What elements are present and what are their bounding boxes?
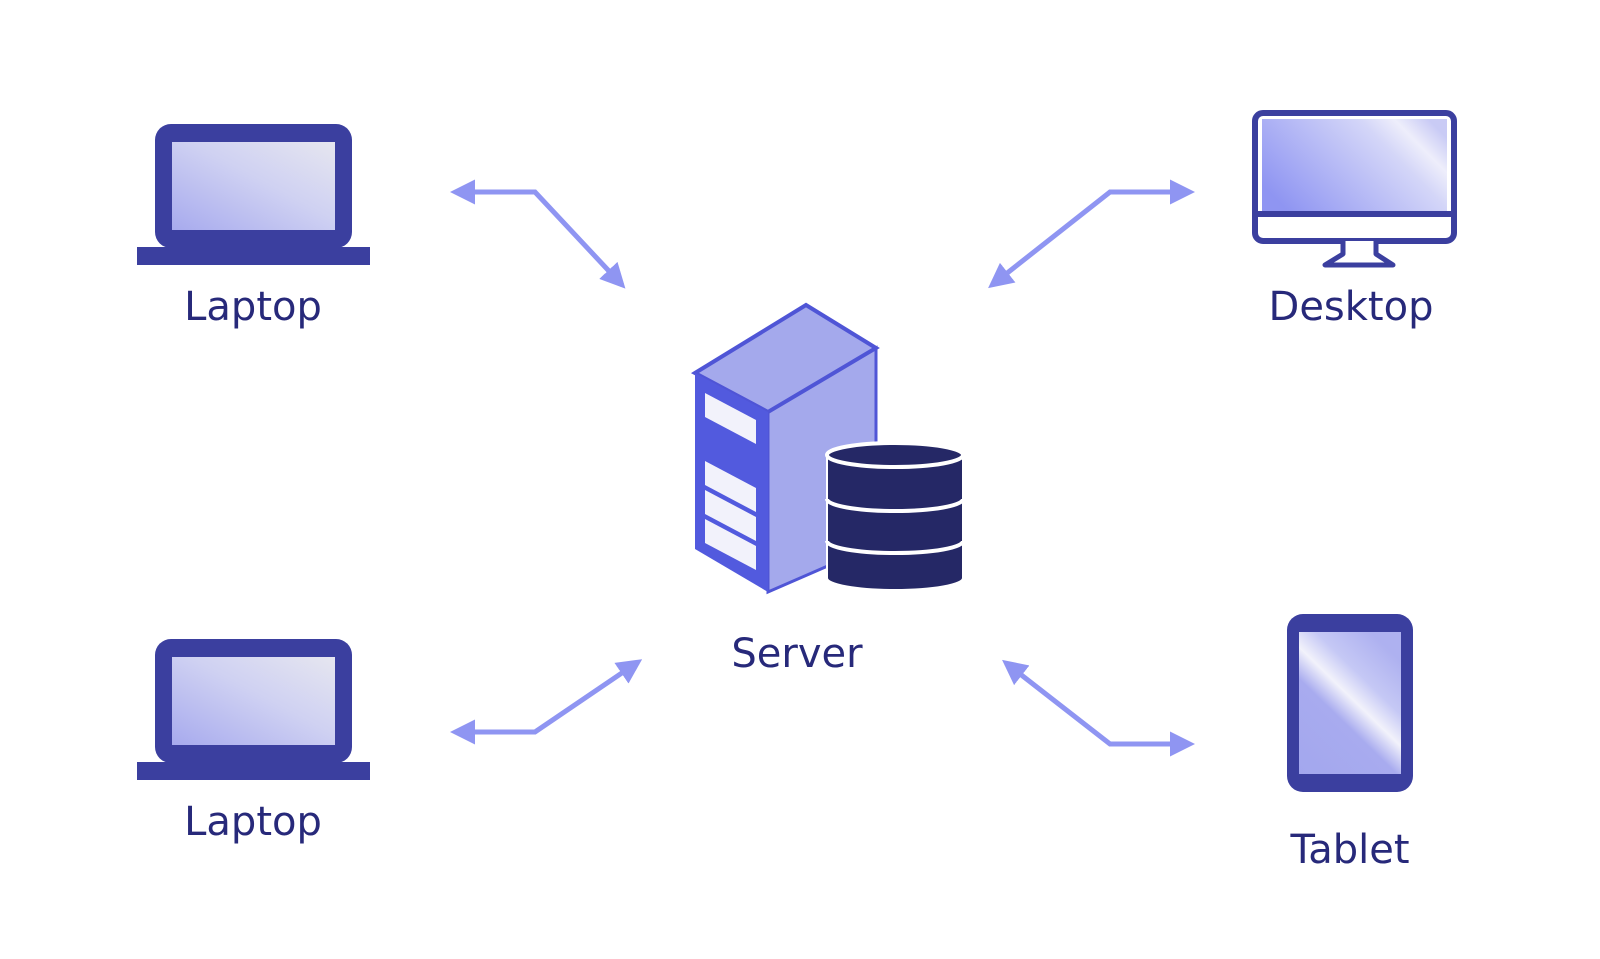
database-icon (825, 441, 965, 591)
desktop-label: Desktop (1269, 284, 1434, 330)
laptop-icon (137, 124, 370, 265)
connector-tablet-server (1002, 659, 1195, 757)
node-tablet: Tablet (1287, 614, 1413, 873)
node-laptop-top: Laptop (137, 124, 370, 330)
tablet-label: Tablet (1289, 827, 1409, 873)
server-database-icon (690, 302, 965, 595)
node-laptop-bottom: Laptop (137, 639, 370, 845)
node-desktop: Desktop (1252, 110, 1457, 330)
tablet-icon (1287, 614, 1413, 792)
node-server: Server (690, 302, 965, 677)
connector-laptop-bottom-server (450, 659, 643, 745)
connector-desktop-server (988, 179, 1195, 289)
laptop-icon (137, 639, 370, 780)
laptop-top-label: Laptop (184, 284, 322, 330)
laptop-bottom-label: Laptop (184, 799, 322, 845)
connector-laptop-top-server (450, 179, 626, 289)
server-label: Server (731, 631, 863, 677)
desktop-monitor-icon (1252, 110, 1457, 268)
